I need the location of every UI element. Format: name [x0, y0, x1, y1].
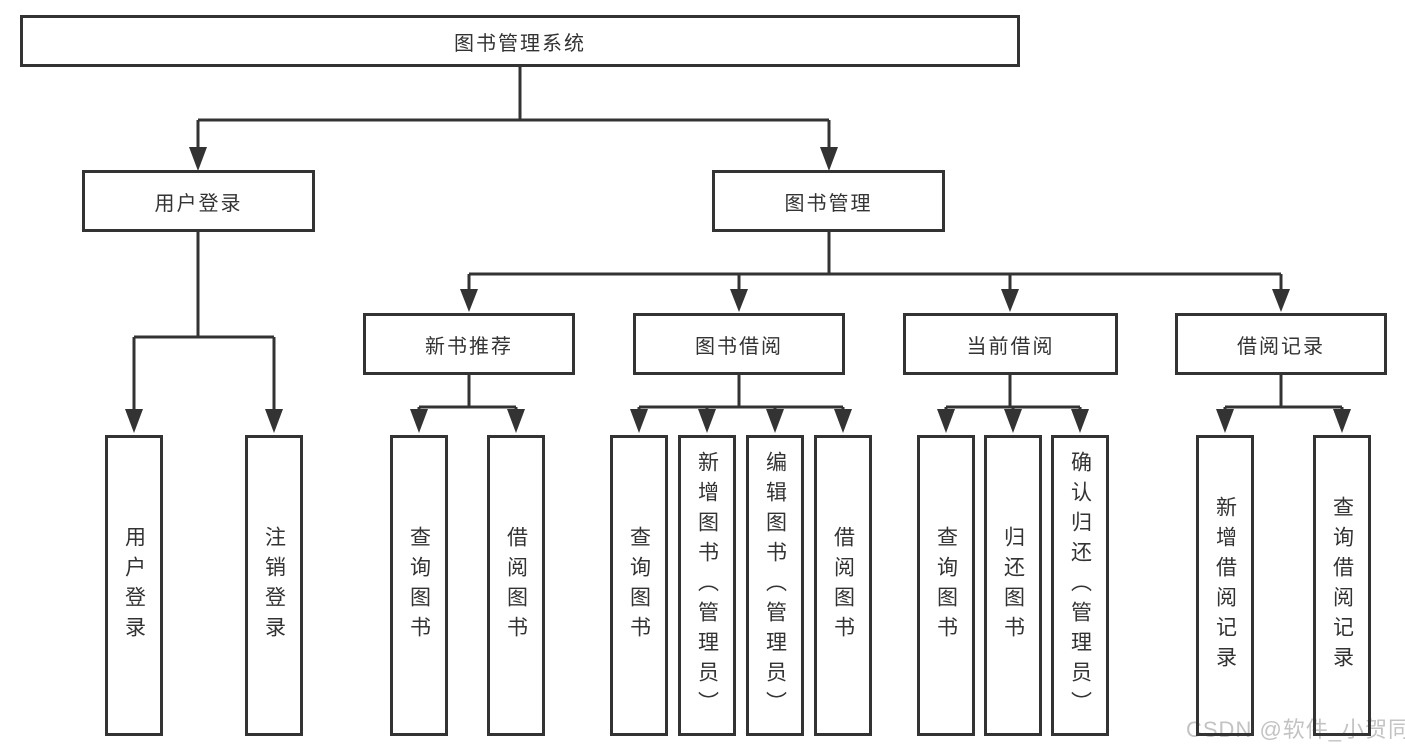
category-new-book-recommend-label: 新书推荐 — [425, 335, 513, 358]
leaf-query-books-current-label: 查询图书 — [934, 525, 958, 646]
category-book-borrow: 图书借阅 — [633, 313, 845, 375]
category-current-borrow: 当前借阅 — [903, 313, 1118, 375]
leaf-query-books-borrow: 查询图书 — [610, 435, 668, 736]
leaf-add-borrow-record-label: 新增借阅记录 — [1213, 495, 1237, 676]
leaf-query-borrow-record-label: 查询借阅记录 — [1330, 495, 1354, 676]
leaf-add-books-admin-label: 新增图书（管理员） — [695, 450, 719, 721]
leaf-query-books-current: 查询图书 — [917, 435, 975, 736]
leaf-query-borrow-record: 查询借阅记录 — [1313, 435, 1371, 736]
leaf-add-books-admin: 新增图书（管理员） — [678, 435, 736, 736]
branch-user-login: 用户登录 — [82, 170, 315, 232]
category-borrow-records: 借阅记录 — [1175, 313, 1387, 375]
leaf-logout: 注销登录 — [245, 435, 303, 736]
root-node-system: 图书管理系统 — [20, 15, 1020, 67]
leaf-confirm-return-admin-label: 确认归还（管理员） — [1068, 450, 1092, 721]
leaf-query-books-recommend-label: 查询图书 — [407, 525, 431, 646]
branch-book-management-label: 图书管理 — [784, 192, 873, 215]
leaf-edit-books-admin-label: 编辑图书（管理员） — [763, 450, 787, 721]
branch-user-login-label: 用户登录 — [154, 192, 243, 215]
leaf-logout-label: 注销登录 — [262, 525, 286, 646]
leaf-query-books-borrow-label: 查询图书 — [627, 525, 651, 646]
leaf-edit-books-admin: 编辑图书（管理员） — [746, 435, 804, 736]
root-node-label: 图书管理系统 — [454, 32, 586, 55]
leaf-return-books: 归还图书 — [984, 435, 1042, 736]
leaf-add-borrow-record: 新增借阅记录 — [1196, 435, 1254, 736]
leaf-return-books-label: 归还图书 — [1001, 525, 1025, 646]
leaf-confirm-return-admin: 确认归还（管理员） — [1051, 435, 1109, 736]
leaf-borrow-books-label: 借阅图书 — [831, 525, 855, 646]
leaf-borrow-books: 借阅图书 — [814, 435, 872, 736]
leaf-user-login-label: 用户登录 — [122, 525, 146, 646]
category-current-borrow-label: 当前借阅 — [966, 335, 1055, 358]
branch-book-management: 图书管理 — [712, 170, 945, 232]
leaf-borrow-books-recommend: 借阅图书 — [487, 435, 545, 736]
csdn-watermark: CSDN @软件_小贺同学 — [1186, 717, 1405, 742]
connector-stems — [132, 65, 1344, 413]
leaf-borrow-books-recommend-label: 借阅图书 — [504, 525, 528, 646]
leaf-query-books-recommend: 查询图书 — [390, 435, 448, 736]
leaf-user-login: 用户登录 — [105, 435, 163, 736]
arrowheads — [125, 147, 1351, 433]
category-borrow-records-label: 借阅记录 — [1237, 335, 1325, 358]
category-new-book-recommend: 新书推荐 — [363, 313, 575, 375]
category-book-borrow-label: 图书借阅 — [695, 335, 783, 358]
